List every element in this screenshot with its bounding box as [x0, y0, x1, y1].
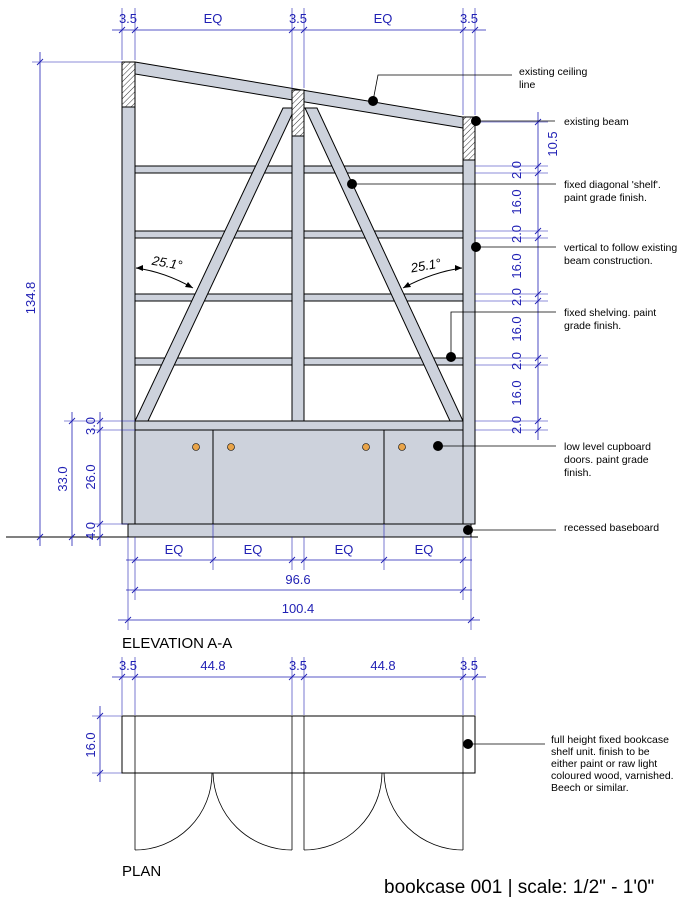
- note-diagonal: fixed diagonal 'shelf'. paint grade fini…: [564, 179, 664, 204]
- note-doors: low level cupboard doors. paint grade fi…: [564, 441, 654, 479]
- dim-top-eq-left: EQ: [204, 11, 223, 26]
- plan-title: PLAN: [122, 863, 161, 880]
- dim-shelf-thk: 2.0: [509, 416, 524, 434]
- note-bookcase: full height fixed bookcase shelf unit. f…: [551, 734, 677, 794]
- angle-label-right: 25.1°: [409, 255, 443, 275]
- door-knob: [192, 443, 200, 451]
- dim-top-rail: 3.0: [83, 417, 98, 435]
- door-knob: [398, 443, 406, 451]
- plan-view: 3.5 44.8 3.5 44.8 3.5 16.0: [83, 657, 486, 851]
- baseboard: [127, 523, 472, 538]
- dim-shelf-gap: 16.0: [509, 316, 524, 341]
- dim-plan-side-right: 3.5: [460, 658, 478, 673]
- cupboard-top-rail: [134, 420, 464, 431]
- dim-top-side-right: 3.5: [460, 11, 478, 26]
- door-knob: [227, 443, 235, 451]
- dim-bottom-eq: EQ: [415, 542, 434, 557]
- vertical-middle: [291, 135, 305, 422]
- dim-shelf-thk: 2.0: [509, 225, 524, 243]
- dim-shelf-gap: 16.0: [509, 189, 524, 214]
- vertical-left: [121, 106, 136, 525]
- dim-overall-width: 100.4: [282, 601, 315, 616]
- note-baseboard: recessed baseboard: [564, 522, 659, 534]
- elevation-view: 25.1° 25.1°: [6, 61, 478, 538]
- left-dimensions: 134.8 33.0 3.0 26.0 4.0: [23, 52, 135, 546]
- arrowhead: [185, 282, 193, 288]
- angle-label-left: 25.1°: [150, 253, 184, 273]
- dim-plan-bay-left: 44.8: [200, 658, 225, 673]
- dim-shelf-gap: 16.0: [509, 380, 524, 405]
- dim-shelf-gap: 16.0: [509, 253, 524, 278]
- dim-top-eq-right: EQ: [374, 11, 393, 26]
- elevation-title: ELEVATION A-A: [122, 635, 232, 652]
- dim-plan-side-left: 3.5: [119, 658, 137, 673]
- dim-shelf-thk: 2.0: [509, 161, 524, 179]
- dim-plinth: 4.0: [83, 522, 98, 540]
- cupboard-base: [134, 429, 464, 525]
- arrowhead: [403, 282, 411, 288]
- right-dimensions: 10.5 2.0 16.0 2.0 16.0 2.0 16.0 2.0 16.0…: [475, 112, 560, 440]
- existing-beam-hatch: [121, 61, 136, 108]
- dim-plan-depth: 16.0: [83, 732, 98, 757]
- dim-beam: 10.5: [545, 131, 560, 156]
- dim-base-height: 33.0: [55, 466, 70, 491]
- arrowhead: [136, 265, 143, 271]
- dim-plan-mid: 3.5: [289, 658, 307, 673]
- door-knob: [362, 443, 370, 451]
- vertical-right: [462, 159, 476, 525]
- dim-top-mid: 3.5: [289, 11, 307, 26]
- angle-arc-left: [135, 267, 194, 289]
- note-beam: existing beam: [564, 116, 629, 128]
- annotations: existing ceiling line existing beam fixe…: [347, 66, 680, 794]
- dim-shelf-thk: 2.0: [509, 288, 524, 306]
- existing-beam-hatch: [462, 116, 476, 161]
- diagonal-shelf-left: [134, 107, 296, 422]
- note-vertical: vertical to follow existing beam constru…: [564, 242, 680, 267]
- note-ceiling: existing ceiling line: [519, 66, 590, 91]
- existing-beam-hatch: [291, 89, 305, 137]
- dim-inner-width: 96.6: [285, 572, 310, 587]
- dim-door-height: 26.0: [83, 464, 98, 489]
- top-dimensions: 3.5 EQ 3.5 EQ 3.5: [112, 8, 486, 115]
- arrowhead: [455, 265, 462, 271]
- note-shelving: fixed shelving. paint grade finish.: [564, 307, 659, 332]
- dim-bottom-eq: EQ: [165, 542, 184, 557]
- dim-shelf-thk: 2.0: [509, 352, 524, 370]
- dim-top-side-left: 3.5: [119, 11, 137, 26]
- dim-bottom-eq: EQ: [244, 542, 263, 557]
- dim-total-height: 134.8: [23, 282, 38, 315]
- bottom-dimensions: EQ EQ EQ EQ 96.6 100.4: [118, 524, 480, 630]
- title-block: bookcase 001 | scale: 1/2" - 1'0": [384, 877, 654, 898]
- plan-outline: [121, 715, 476, 774]
- door-swings: [134, 772, 464, 851]
- dim-plan-bay-right: 44.8: [370, 658, 395, 673]
- dim-bottom-eq: EQ: [335, 542, 354, 557]
